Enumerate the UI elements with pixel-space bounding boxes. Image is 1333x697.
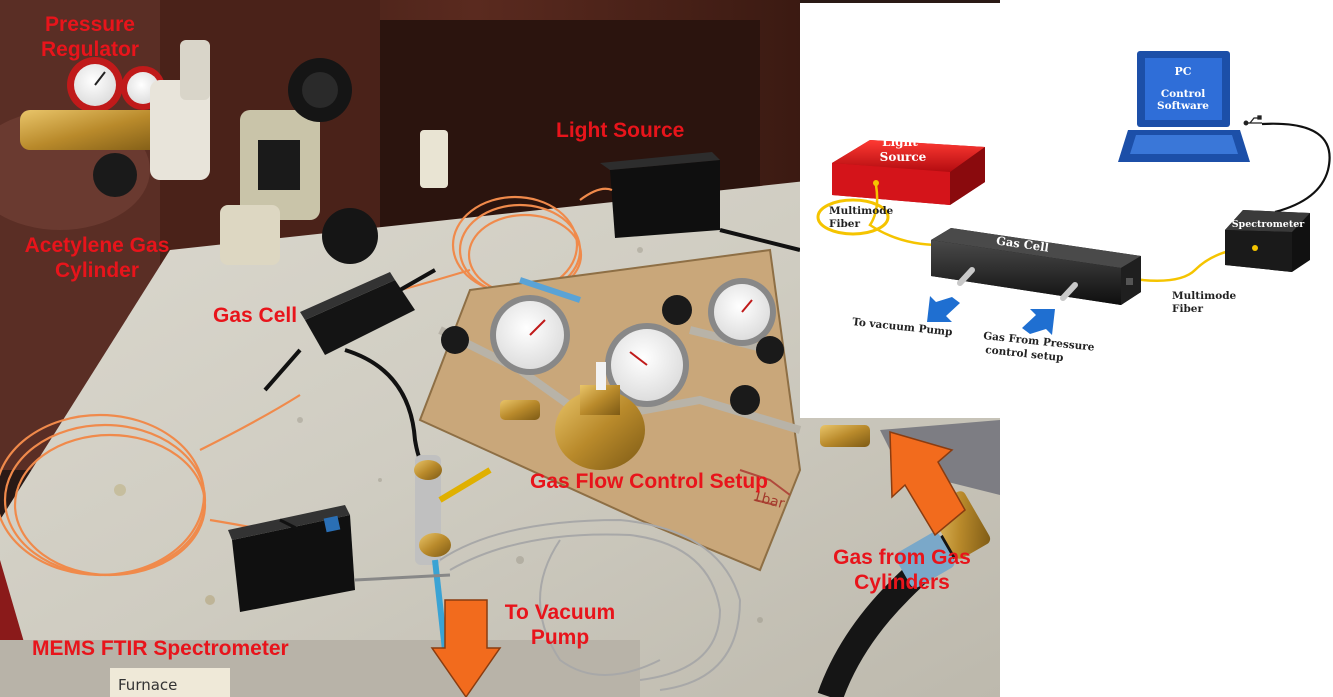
multimode-left-line1: Multimode <box>829 205 894 217</box>
multimode-right-line1: Multimode <box>1172 290 1237 302</box>
to-vacuum-line1: To Vacuum <box>504 601 616 624</box>
orange-fiber-coil <box>0 187 613 577</box>
usb-icon <box>1243 115 1262 126</box>
furnace-tag-text: Furnace <box>118 676 177 694</box>
gas-from-cylinders-line2: Cylinders <box>854 571 950 594</box>
acetylene-line2: Cylinder <box>54 259 140 282</box>
pc-software-line2: Software <box>1157 100 1209 112</box>
gas-from-cylinders-line1: Gas from Gas <box>833 546 971 569</box>
gas-from-cylinders-label: Gas from Gas Cylinders <box>812 545 992 595</box>
pc-software-line1: Control <box>1161 88 1205 100</box>
furnace-tag <box>110 668 230 697</box>
gas-cell-photo-label: Gas Cell <box>213 304 298 327</box>
mems-ftir-label: MEMS FTIR Spectrometer <box>32 637 289 660</box>
to-vacuum-photo-label: To Vacuum Pump <box>500 600 620 650</box>
light-source-line1: Light <box>882 135 918 149</box>
fiber-left <box>868 184 941 247</box>
pc-laptop: PC Control Software <box>1118 51 1250 162</box>
gas-flow-control-board: 1bar <box>418 248 870 572</box>
pressure-regulator-hardware <box>20 40 210 197</box>
mems-ftir-spectrometer-device <box>228 505 451 612</box>
pc-title: PC <box>1174 65 1191 78</box>
gas-inlet-arrow-icon <box>889 430 966 537</box>
schematic-diagram: PC Control Software Light Source Multimo… <box>800 3 1333 418</box>
diagram-light-source: Light Source <box>832 135 985 205</box>
to-vacuum-line2: Pump <box>530 626 590 649</box>
gas-in-arrow-icon <box>1022 309 1055 335</box>
steel-tube-coil <box>439 518 742 691</box>
to-vacuum-arrow-icon <box>927 296 960 322</box>
vacuum-arrow-icon <box>430 599 502 697</box>
pressure-regulator-label: Pressure Regulator <box>20 12 160 62</box>
diagram-gas-cell: Gas Cell <box>931 228 1141 305</box>
light-source-line2: Source <box>880 150 927 164</box>
acetylene-cylinder-label: Acetylene Gas Cylinder <box>12 233 182 283</box>
multimode-right-line2: Fiber <box>1172 303 1203 315</box>
wall-sockets <box>220 58 448 265</box>
photo-light-source <box>600 152 801 252</box>
pressure-regulator-line2: Regulator <box>40 38 139 61</box>
gas-flow-control-label: Gas Flow Control Setup <box>530 470 769 493</box>
table-front-edge <box>0 640 640 697</box>
photo-arrows <box>430 430 966 697</box>
diagram-spectrometer: Spectrometer <box>1225 210 1310 272</box>
spectrometer-label: Spectrometer <box>1232 219 1306 230</box>
light-source-photo-label: Light Source <box>556 119 685 142</box>
fiber-highlight-ring <box>816 198 890 236</box>
pressure-regulator-line1: Pressure <box>45 13 135 36</box>
acetylene-line1: Acetylene Gas <box>24 234 170 257</box>
usb-cable <box>1261 122 1331 214</box>
multimode-left-line2: Fiber <box>829 218 860 230</box>
